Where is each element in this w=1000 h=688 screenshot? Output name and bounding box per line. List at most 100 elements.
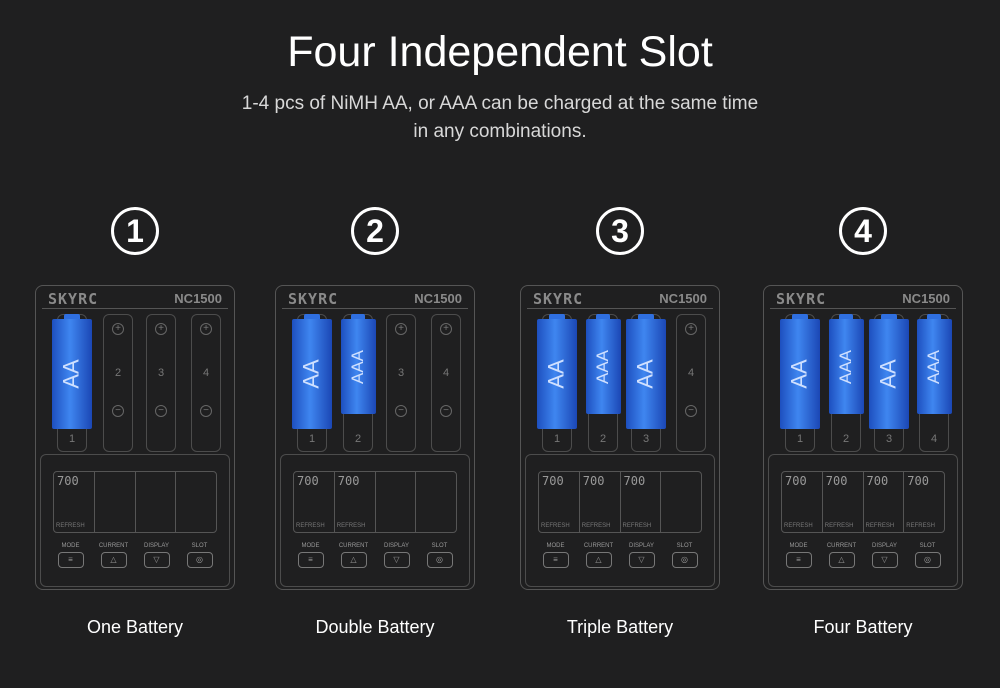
button-label: DISPLAY — [629, 543, 654, 549]
button-key-icon: ≡ — [785, 552, 812, 568]
step-number-badge: 2 — [351, 207, 399, 255]
brand-logo: SKYRC — [776, 290, 827, 308]
subtitle-line-1: 1-4 pcs of NiMH AA, or AAA can be charge… — [241, 93, 759, 114]
brand-logo: SKYRC — [533, 290, 584, 308]
slot-number: 3 — [397, 367, 405, 379]
model-label: NC1500 — [902, 291, 950, 306]
brand-logo: SKYRC — [288, 290, 339, 308]
charger-button: DISPLAY▽ — [376, 543, 418, 568]
button-key-icon: ≡ — [297, 552, 324, 568]
battery-aa: AA — [780, 319, 820, 429]
battery-type-label: AAA — [836, 349, 855, 384]
battery-slot: +4− — [676, 314, 706, 452]
button-key-icon: ◎ — [426, 552, 453, 568]
button-key-icon: △ — [340, 552, 367, 568]
display-cell — [95, 472, 136, 532]
button-key-icon: ▽ — [143, 552, 170, 568]
battery-aa: AA — [292, 319, 332, 429]
slot-number: 4 — [930, 433, 938, 445]
button-label: CURRENT — [98, 543, 129, 549]
display-value: 700 — [785, 474, 807, 488]
battery-type-label: AA — [58, 359, 84, 389]
charger-button: SLOT◎ — [179, 543, 221, 568]
charger-button: MODE≡ — [50, 543, 92, 568]
charger-button: MODE ≡ — [535, 543, 577, 568]
battery-aaa: AAA — [828, 319, 864, 414]
slot-number: 4 — [687, 367, 695, 379]
button-key-icon: ◎ — [914, 552, 941, 568]
minus-terminal-icon: − — [395, 405, 407, 417]
battery-slot: +2− — [103, 314, 133, 452]
battery-type-label: AA — [543, 359, 569, 389]
button-label: MODE — [546, 543, 565, 549]
display-cell — [661, 472, 701, 532]
charger-button: CURRENT△ — [578, 543, 620, 568]
slot-number: 2 — [354, 433, 362, 445]
panel-caption: Triple Battery — [566, 617, 674, 637]
panel-caption: One Battery — [86, 617, 184, 637]
display-cell — [136, 472, 177, 532]
button-key-icon: △ — [828, 552, 855, 568]
charger-button: DISPLAY ▽ — [621, 543, 663, 568]
display-mode: REFRESH — [824, 523, 854, 529]
battery-slot: +3− — [146, 314, 176, 452]
button-key-icon: ▽ — [383, 552, 410, 568]
divider — [770, 308, 956, 309]
charger-button: MODE≡ — [290, 543, 332, 568]
page-title: Four Independent Slot — [287, 28, 713, 76]
button-key-icon: ≡ — [542, 552, 569, 568]
display-mode: REFRESH — [296, 523, 325, 529]
display-mode: REFRESH — [622, 523, 652, 529]
subtitle-line-2: in any combinations. — [413, 121, 587, 142]
battery-slot: +4− — [191, 314, 221, 452]
display-cell — [416, 472, 456, 532]
button-row: MODE≡CURRENT△DISPLAY▽SLOT◎ — [534, 543, 706, 568]
slot-number: 3 — [642, 433, 650, 445]
button-label: CURRENT — [338, 543, 369, 549]
minus-terminal-icon: − — [440, 405, 452, 417]
display-value: 700 — [623, 474, 646, 488]
charger-button: CURRENT△ — [93, 543, 135, 568]
button-label: MODE — [61, 543, 80, 549]
button-label: SLOT — [191, 543, 208, 549]
battery-slot: +3− — [386, 314, 416, 452]
slot-number: 1 — [553, 433, 561, 445]
button-label: SLOT — [431, 543, 448, 549]
button-key-icon: ▽ — [871, 552, 898, 568]
minus-terminal-icon: − — [200, 405, 212, 417]
button-label: DISPLAY — [144, 543, 169, 549]
divider — [282, 308, 468, 309]
battery-aa: AA — [869, 319, 909, 429]
model-label: NC1500 — [174, 291, 222, 306]
button-key-icon: ▽ — [628, 552, 655, 568]
display-mode: REFRESH — [336, 523, 366, 529]
plus-terminal-icon: + — [200, 323, 212, 335]
model-label: NC1500 — [659, 291, 707, 306]
display-value: 700 — [337, 474, 360, 488]
minus-terminal-icon: − — [685, 405, 697, 417]
plus-terminal-icon: + — [112, 323, 124, 335]
minus-terminal-icon: − — [112, 405, 124, 417]
brand-logo: SKYRC — [48, 290, 99, 308]
battery-type-label: AA — [786, 359, 812, 389]
slot-number: 3 — [157, 367, 165, 379]
battery-type-label: AA — [632, 359, 658, 389]
step-number-badge: 4 — [839, 207, 887, 255]
